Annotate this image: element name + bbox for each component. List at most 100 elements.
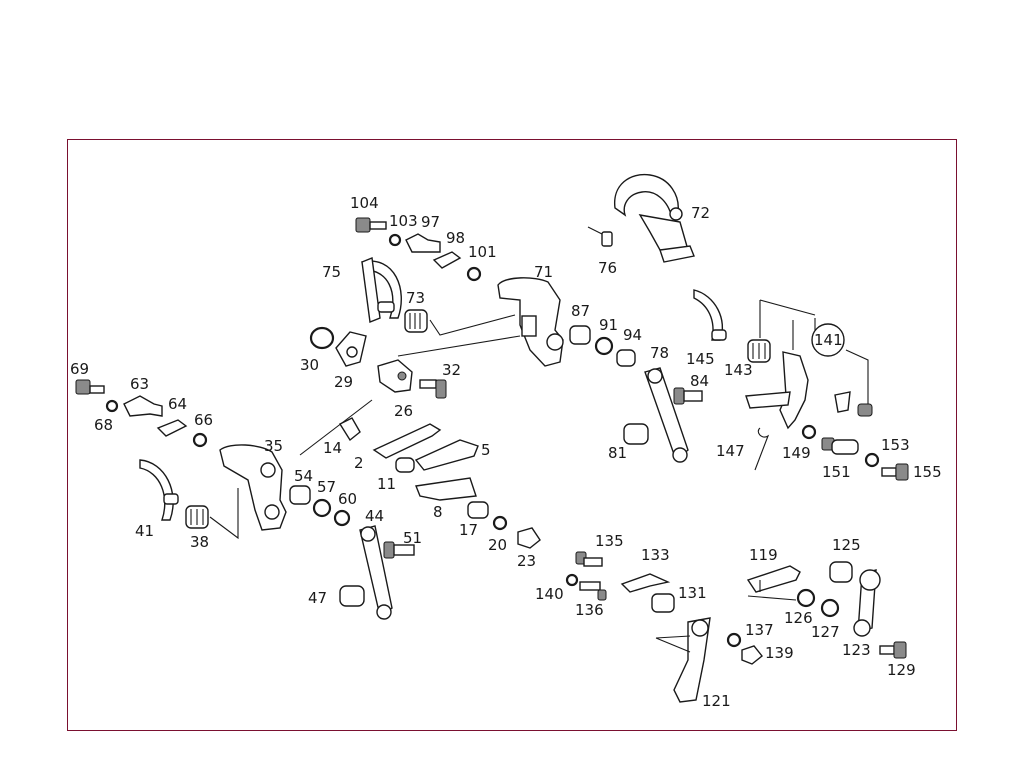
callout-2: 2 bbox=[354, 454, 364, 472]
part-143 bbox=[747, 339, 771, 363]
part-78 bbox=[644, 367, 689, 463]
callout-20: 20 bbox=[488, 536, 507, 554]
part-17 bbox=[467, 501, 489, 519]
part-136 bbox=[579, 581, 607, 601]
callout-66: 66 bbox=[194, 411, 213, 429]
part-38 bbox=[185, 488, 239, 540]
part-104 bbox=[355, 217, 387, 233]
part-60 bbox=[333, 509, 351, 527]
callout-72: 72 bbox=[691, 204, 710, 222]
callout-5: 5 bbox=[481, 441, 491, 459]
part-137 bbox=[726, 632, 742, 648]
callout-104: 104 bbox=[350, 194, 379, 212]
callout-103: 103 bbox=[389, 212, 418, 230]
part-139 bbox=[741, 645, 763, 665]
callout-87: 87 bbox=[571, 302, 590, 320]
callout-38: 38 bbox=[190, 533, 209, 551]
callout-136: 136 bbox=[575, 601, 604, 619]
part-141 bbox=[745, 299, 873, 430]
part-101 bbox=[466, 266, 482, 282]
callout-98: 98 bbox=[446, 229, 465, 247]
part-11 bbox=[395, 457, 415, 473]
callout-94: 94 bbox=[623, 326, 642, 344]
part-72 bbox=[614, 173, 695, 263]
callout-121: 121 bbox=[702, 692, 731, 710]
callout-69: 69 bbox=[70, 360, 89, 378]
part-149 bbox=[801, 424, 817, 440]
callout-141: 141 bbox=[814, 331, 843, 349]
part-30 bbox=[309, 326, 335, 350]
callout-139: 139 bbox=[765, 644, 794, 662]
callout-125: 125 bbox=[832, 536, 861, 554]
diagram-frame bbox=[67, 139, 957, 731]
callout-60: 60 bbox=[338, 490, 357, 508]
part-97 bbox=[405, 233, 441, 253]
callout-75: 75 bbox=[322, 263, 341, 281]
callout-127: 127 bbox=[811, 623, 840, 641]
callout-41: 41 bbox=[135, 522, 154, 540]
callout-57: 57 bbox=[317, 478, 336, 496]
part-127 bbox=[820, 598, 840, 618]
callout-78: 78 bbox=[650, 344, 669, 362]
part-87 bbox=[569, 325, 591, 345]
callout-137: 137 bbox=[745, 621, 774, 639]
part-129 bbox=[879, 641, 907, 659]
callout-129: 129 bbox=[887, 661, 916, 679]
callout-labels: 104 103 97 98 101 71 72 76 75 73 30 29 3… bbox=[70, 194, 942, 710]
part-140 bbox=[565, 573, 579, 587]
part-29 bbox=[335, 331, 367, 367]
part-76 bbox=[587, 226, 613, 247]
part-5 bbox=[414, 439, 479, 471]
part-69 bbox=[75, 379, 105, 395]
callout-145: 145 bbox=[686, 350, 715, 368]
part-94 bbox=[616, 349, 636, 367]
part-121 bbox=[655, 617, 711, 703]
part-91 bbox=[594, 336, 614, 356]
callout-133: 133 bbox=[641, 546, 670, 564]
callout-26: 26 bbox=[394, 402, 413, 420]
part-8 bbox=[415, 477, 477, 501]
callout-126: 126 bbox=[784, 609, 813, 627]
callout-14: 14 bbox=[323, 439, 342, 457]
callout-81: 81 bbox=[608, 444, 627, 462]
callout-47: 47 bbox=[308, 589, 327, 607]
callout-63: 63 bbox=[130, 375, 149, 393]
part-119 bbox=[746, 565, 801, 601]
callout-91: 91 bbox=[599, 316, 618, 334]
callout-97: 97 bbox=[421, 213, 440, 231]
part-57 bbox=[312, 498, 332, 518]
part-81 bbox=[623, 423, 649, 445]
callout-23: 23 bbox=[517, 552, 536, 570]
part-54 bbox=[289, 485, 311, 505]
part-26 bbox=[377, 335, 521, 393]
callout-44: 44 bbox=[365, 507, 384, 525]
part-44 bbox=[359, 525, 393, 620]
callout-101: 101 bbox=[468, 243, 497, 261]
part-14 bbox=[338, 417, 361, 442]
callout-84: 84 bbox=[690, 372, 709, 390]
callout-155: 155 bbox=[913, 463, 942, 481]
callout-68: 68 bbox=[94, 416, 113, 434]
callout-73: 73 bbox=[406, 289, 425, 307]
part-145 bbox=[693, 289, 727, 341]
callout-140: 140 bbox=[535, 585, 564, 603]
callout-17: 17 bbox=[459, 521, 478, 539]
callout-147: 147 bbox=[716, 442, 745, 460]
callout-135: 135 bbox=[595, 532, 624, 550]
callout-54: 54 bbox=[294, 467, 313, 485]
part-35 bbox=[219, 399, 373, 531]
callout-123: 123 bbox=[842, 641, 871, 659]
callout-11: 11 bbox=[377, 475, 396, 493]
callout-71: 71 bbox=[534, 263, 553, 281]
part-64 bbox=[156, 419, 188, 437]
callout-30: 30 bbox=[300, 356, 319, 374]
part-147 bbox=[754, 427, 770, 471]
callout-76: 76 bbox=[598, 259, 617, 277]
callout-153: 153 bbox=[881, 436, 910, 454]
callout-32: 32 bbox=[442, 361, 461, 379]
part-123 bbox=[853, 569, 881, 637]
part-135 bbox=[575, 551, 603, 567]
part-73 bbox=[404, 309, 516, 336]
part-98 bbox=[432, 251, 462, 269]
